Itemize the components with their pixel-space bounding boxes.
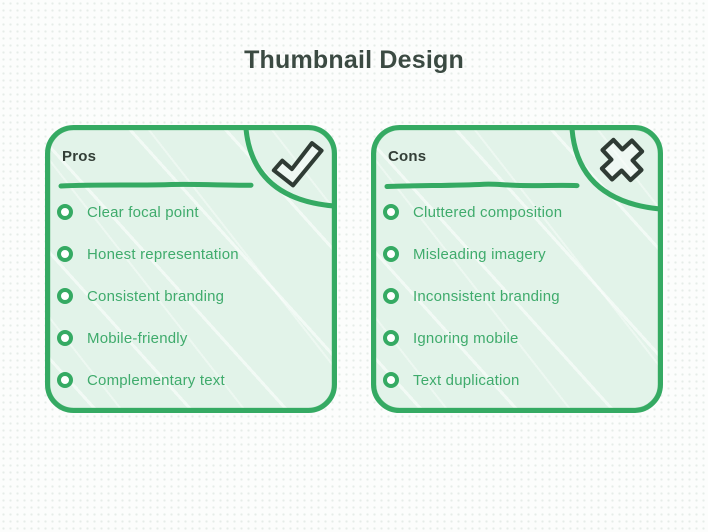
pros-title-underline (58, 181, 254, 189)
cons-card: Cons Cluttered composition Misleading im… (371, 125, 663, 413)
pros-card: Pros Clear focal point Honest representa… (45, 125, 337, 413)
pros-list: Clear focal point Honest representation … (57, 191, 323, 401)
pros-card-content: Pros Clear focal point Honest representa… (45, 125, 337, 401)
item-label: Clear focal point (87, 203, 199, 221)
cards-row: Pros Clear focal point Honest representa… (0, 125, 708, 413)
item-label: Complementary text (87, 371, 225, 389)
list-item: Mobile-friendly (57, 317, 323, 359)
item-label: Ignoring mobile (413, 329, 519, 347)
item-label: Mobile-friendly (87, 329, 188, 347)
cons-title-underline (384, 181, 580, 189)
bullet-icon (383, 288, 399, 304)
bullet-icon (383, 372, 399, 388)
page-title: Thumbnail Design (244, 46, 464, 74)
cons-card-title: Cons (388, 148, 427, 165)
cons-card-content: Cons Cluttered composition Misleading im… (371, 125, 663, 401)
list-item: Inconsistent branding (383, 275, 649, 317)
item-label: Honest representation (87, 245, 239, 263)
item-label: Misleading imagery (413, 245, 546, 263)
item-label: Cluttered composition (413, 203, 563, 221)
bullet-icon (383, 246, 399, 262)
list-item: Complementary text (57, 359, 323, 401)
bullet-icon (383, 330, 399, 346)
bullet-icon (57, 330, 73, 346)
pros-card-title: Pros (62, 148, 97, 165)
list-item: Ignoring mobile (383, 317, 649, 359)
bullet-icon (57, 288, 73, 304)
list-item: Clear focal point (57, 191, 323, 233)
list-item: Honest representation (57, 233, 323, 275)
check-icon (271, 141, 324, 188)
bullet-icon (57, 204, 73, 220)
bullet-icon (57, 246, 73, 262)
list-item: Consistent branding (57, 275, 323, 317)
bullet-icon (383, 204, 399, 220)
list-item: Misleading imagery (383, 233, 649, 275)
item-label: Inconsistent branding (413, 287, 560, 305)
bullet-icon (57, 372, 73, 388)
item-label: Text duplication (413, 371, 520, 389)
list-item: Text duplication (383, 359, 649, 401)
list-item: Cluttered composition (383, 191, 649, 233)
item-label: Consistent branding (87, 287, 225, 305)
cons-list: Cluttered composition Misleading imagery… (383, 191, 649, 401)
cross-icon (599, 137, 645, 183)
